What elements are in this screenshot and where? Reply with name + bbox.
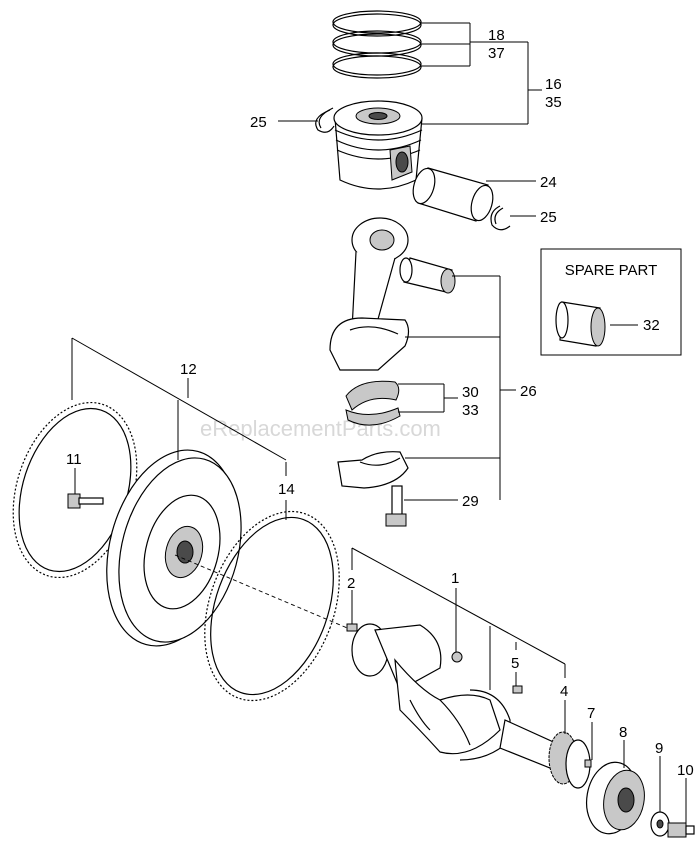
callout-35: 35 [545,94,562,111]
bearing-shell-upper [345,380,400,411]
piston-rings [332,10,422,79]
small-end-bushing [399,257,456,294]
callout-5: 5 [511,655,519,672]
piston [333,100,423,190]
connecting-rod [329,217,410,371]
callouts: 18 37 16 35 25 24 25 26 30 33 29 12 11 1… [66,27,694,779]
plug [451,651,463,663]
spare-part-title: SPARE PART [565,262,658,279]
callout-1: 1 [451,570,459,587]
washer [650,811,670,837]
callout-7: 7 [587,705,595,722]
callout-25-right: 25 [540,209,557,226]
leader-lines [71,22,687,823]
callout-25-left: 25 [250,114,267,131]
callout-37: 37 [488,45,505,62]
callout-14: 14 [278,481,295,498]
callout-33: 33 [462,402,479,419]
dowel-pin [346,623,358,632]
bearing-shell-lower [345,407,401,426]
callout-8: 8 [619,724,627,741]
callout-32: 32 [643,317,660,334]
callout-4: 4 [560,683,568,700]
flywheel-bolt [67,493,104,509]
spare-part-box: SPARE PART 32 [540,248,682,356]
callout-12: 12 [180,361,197,378]
callout-24: 24 [540,174,557,191]
callout-16: 16 [545,76,562,93]
crankshaft [351,623,561,771]
callout-2: 2 [347,575,355,592]
callout-10: 10 [677,762,694,779]
key [512,685,523,694]
crankshaft-pulley [585,761,645,835]
callout-30: 30 [462,384,479,401]
callout-11: 11 [66,451,82,468]
crankshaft-gear [548,731,591,789]
callout-18: 18 [488,27,505,44]
piston-pin [412,167,494,222]
flywheel-ring-gear [204,510,340,702]
callout-9: 9 [655,740,663,757]
connecting-rod-cap [337,451,409,489]
connecting-rod-bolt [385,485,407,527]
snap-ring-right [490,205,511,231]
callout-29: 29 [462,493,479,510]
pulley-bolt [667,822,695,838]
watermark-text: eReplacementParts.com [200,416,441,441]
snap-ring-left [315,109,335,133]
pin [584,759,592,768]
callout-26: 26 [520,383,537,400]
flywheel [106,449,242,647]
